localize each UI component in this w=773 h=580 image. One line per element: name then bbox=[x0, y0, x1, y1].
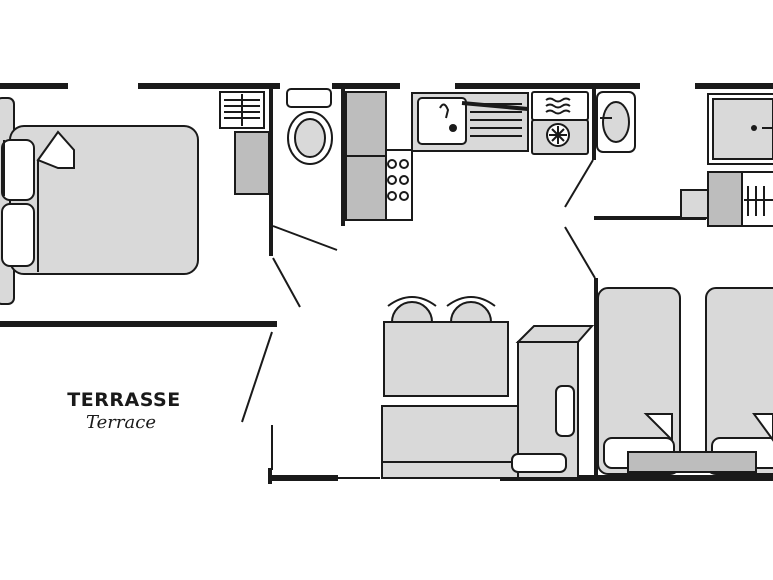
double-bed bbox=[0, 97, 199, 305]
door-leaves bbox=[241, 159, 596, 470]
bedside-table bbox=[627, 451, 757, 473]
terrace-label: TERRASSE bbox=[67, 389, 181, 411]
exterior-walls bbox=[0, 83, 773, 484]
microwave bbox=[531, 91, 589, 121]
bedroom-storage bbox=[219, 91, 270, 195]
toilet bbox=[286, 88, 333, 165]
single-bed-2 bbox=[705, 287, 773, 475]
single-bed-1 bbox=[597, 287, 681, 475]
stool-left bbox=[387, 296, 437, 323]
dining-table bbox=[383, 321, 509, 397]
washbasin bbox=[596, 91, 636, 153]
bathroom-storage bbox=[680, 171, 773, 227]
kitchen-counter bbox=[345, 91, 529, 221]
gas-hob bbox=[387, 159, 409, 201]
fridge bbox=[531, 119, 589, 155]
shower bbox=[707, 93, 773, 165]
terrace-label-en: Terrace bbox=[86, 412, 156, 433]
stool-right bbox=[446, 296, 496, 323]
bench-sofa bbox=[381, 325, 595, 479]
